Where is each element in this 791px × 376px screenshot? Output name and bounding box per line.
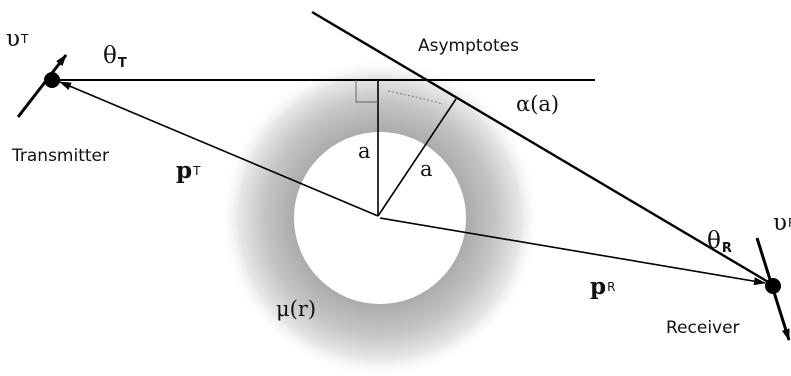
receiver-dot: [765, 278, 781, 294]
right-angle-marker: [355, 80, 378, 103]
radius-label-diagonal: a: [420, 157, 433, 181]
deflection-angle-arc: [387, 90, 444, 105]
transmitter-dot: [44, 72, 60, 88]
angle-thetaT-label: θT: [103, 43, 127, 71]
vector-pR-arrow: [379, 217, 766, 286]
receiver-label: Receiver: [666, 318, 740, 338]
transmitter-velocity-arrow: [16, 54, 68, 118]
velocity-vT-label: υT: [6, 26, 29, 52]
angle-thetaR-label: θR: [707, 228, 732, 256]
mu-label: μ(r): [276, 297, 316, 321]
radius-diagonal-line: [377, 98, 457, 217]
transmitter-label: Transmitter: [11, 146, 109, 166]
vector-pT-arrow: [59, 81, 379, 217]
radius-label-vertical: a: [358, 139, 371, 163]
velocity-vR-label: υR: [773, 210, 791, 236]
alpha-label: α(a): [516, 92, 559, 116]
vector-pR-label: pR: [590, 273, 615, 300]
asymptotes-label: Asymptotes: [418, 36, 519, 56]
asymptote-diagonal: [311, 10, 776, 288]
vector-pT-label: pT: [176, 157, 201, 184]
